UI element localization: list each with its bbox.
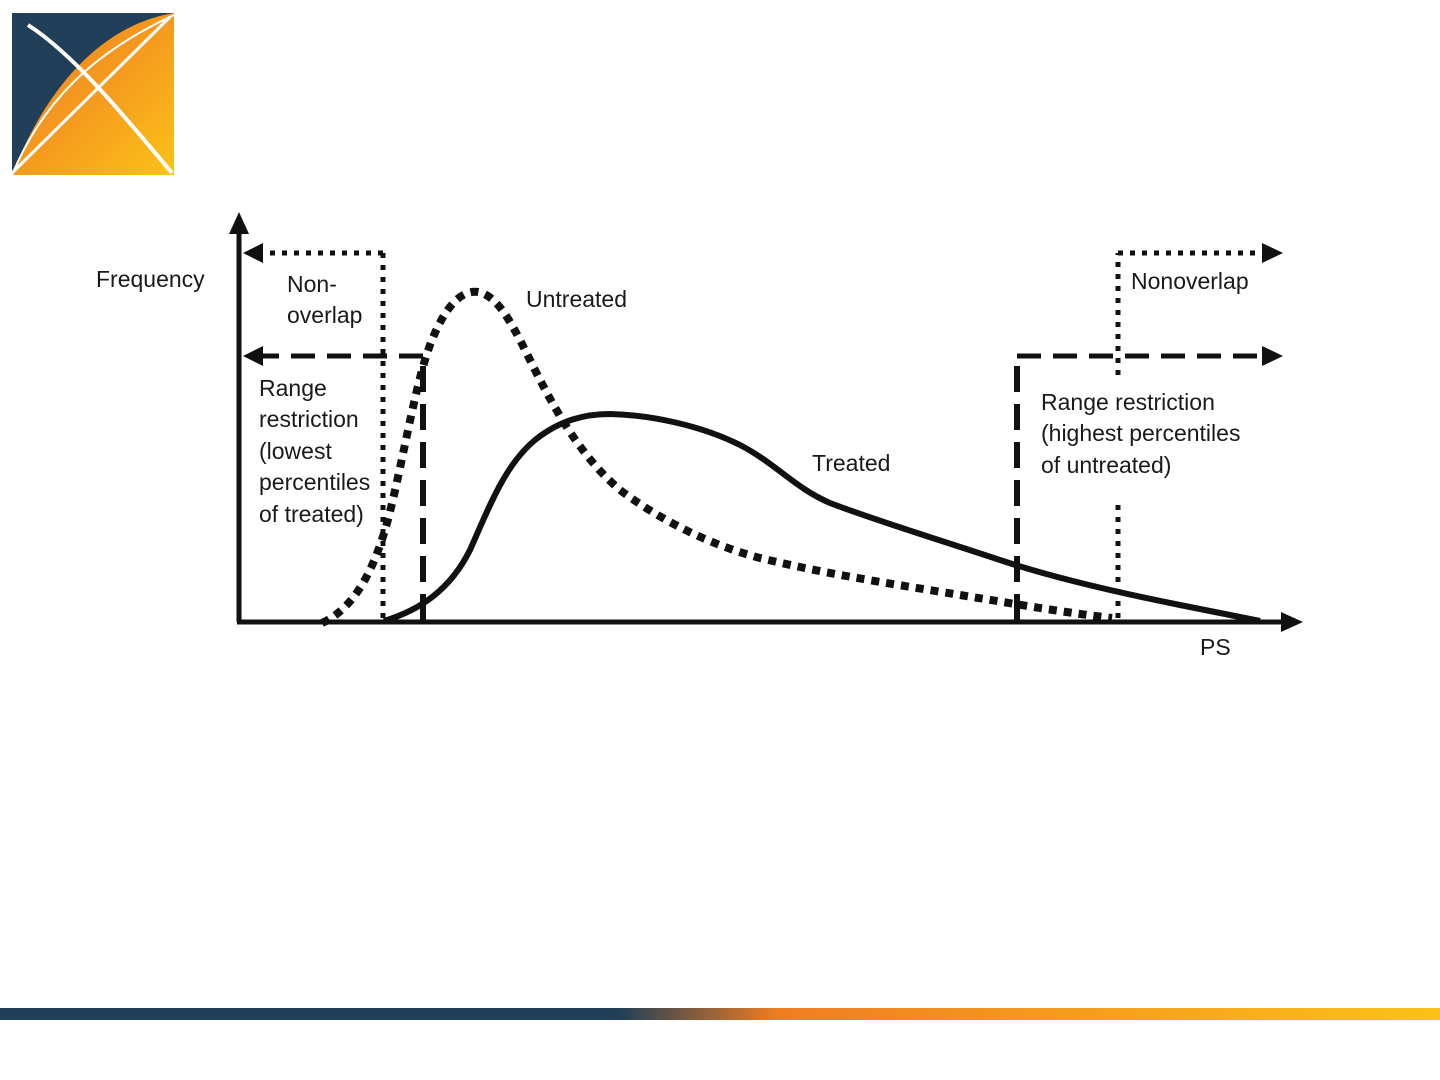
left-range-label-line4: percentiles <box>259 469 370 495</box>
right-nonoverlap-arrow-icon <box>1262 243 1283 263</box>
right-range-label-line1: Range restriction <box>1041 389 1215 415</box>
left-range-label-line2: restriction <box>259 406 359 432</box>
untreated-curve <box>322 292 1112 623</box>
x-axis-arrow-icon <box>1281 612 1303 632</box>
right-range-arrow-icon <box>1262 346 1283 366</box>
left-nonoverlap-label-line1: Non- <box>287 271 337 297</box>
x-axis-label: PS <box>1200 634 1231 660</box>
left-range-label-line1: Range <box>259 375 327 401</box>
y-axis-arrow-icon <box>229 212 249 234</box>
untreated-label: Untreated <box>526 286 627 312</box>
footer-gradient-bar <box>0 1008 1440 1020</box>
right-nonoverlap-label: Nonoverlap <box>1131 268 1249 294</box>
left-range-label-line5: of treated) <box>259 501 364 527</box>
left-nonoverlap-label-line2: overlap <box>287 302 362 328</box>
right-range-label-line2: (highest percentiles <box>1041 420 1240 446</box>
right-range-label-line3: of untreated) <box>1041 452 1171 478</box>
left-range-arrow-icon <box>243 346 263 366</box>
left-nonoverlap-arrow-icon <box>243 243 263 263</box>
treated-label: Treated <box>812 450 890 476</box>
y-axis-label: Frequency <box>96 266 205 292</box>
left-range-label-line3: (lowest <box>259 438 332 464</box>
